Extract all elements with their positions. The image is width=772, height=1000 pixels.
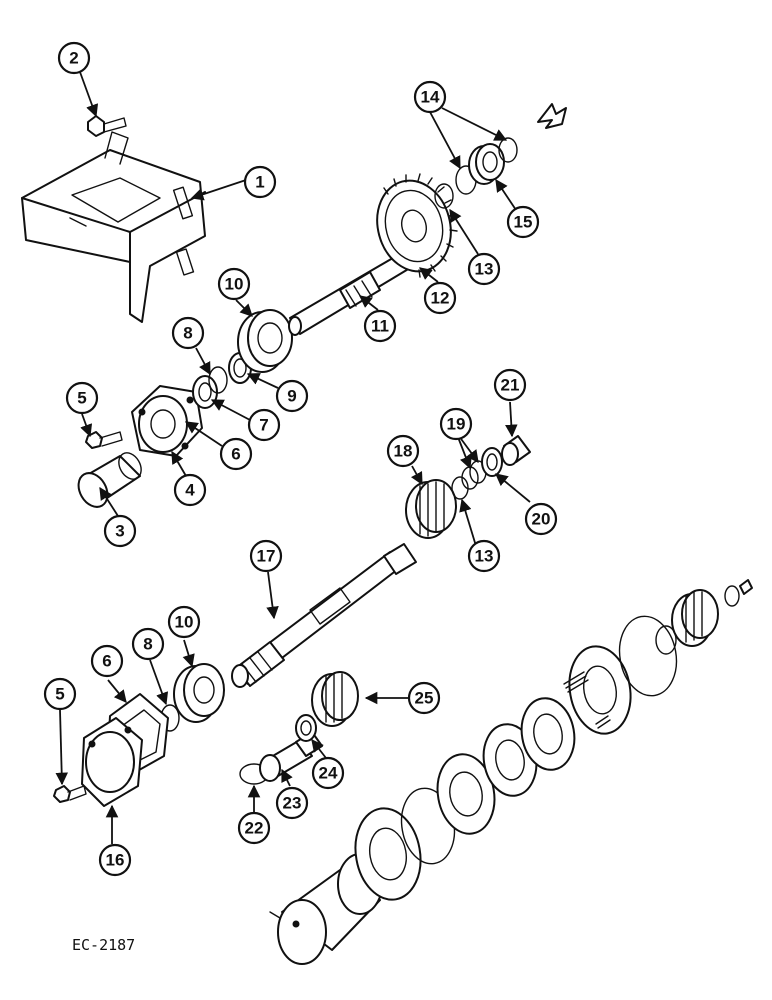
part-17-shaft bbox=[231, 543, 417, 688]
callout-10-upper: 10 bbox=[217, 267, 251, 301]
svg-text:5: 5 bbox=[55, 685, 64, 704]
callout-10-lower: 10 bbox=[167, 605, 201, 639]
svg-text:20: 20 bbox=[532, 510, 551, 529]
callout-16: 16 bbox=[98, 843, 132, 877]
callout-15: 15 bbox=[506, 205, 540, 239]
svg-text:10: 10 bbox=[225, 275, 244, 294]
callout-5-upper: 5 bbox=[65, 381, 99, 415]
part-16-cover bbox=[81, 717, 143, 807]
svg-text:10: 10 bbox=[175, 613, 194, 632]
figure-reference: EC-2187 bbox=[72, 936, 135, 954]
part-25-gear bbox=[311, 671, 359, 727]
callout-9: 9 bbox=[275, 379, 309, 413]
svg-text:17: 17 bbox=[257, 547, 276, 566]
svg-text:18: 18 bbox=[394, 442, 413, 461]
callout-1: 1 bbox=[243, 165, 277, 199]
callout-21: 21 bbox=[493, 368, 527, 402]
callout-11: 11 bbox=[363, 309, 397, 343]
callout-8-upper: 8 bbox=[171, 316, 205, 350]
callout-5-lower: 5 bbox=[43, 677, 77, 711]
callout-13-middle: 13 bbox=[467, 539, 501, 573]
part-4-housing bbox=[131, 385, 203, 457]
part-18-gear bbox=[405, 479, 457, 539]
callout-23: 23 bbox=[275, 786, 309, 820]
part-1-shield bbox=[21, 131, 206, 323]
callout-24: 24 bbox=[311, 756, 345, 790]
svg-text:25: 25 bbox=[415, 689, 434, 708]
part-3-shaft bbox=[77, 452, 142, 508]
part-21-bushing bbox=[501, 435, 531, 466]
part-20-ring bbox=[481, 447, 503, 477]
svg-text:11: 11 bbox=[371, 317, 389, 336]
clutch-disc-pack bbox=[269, 579, 753, 965]
part-10-bearing-lower bbox=[173, 663, 225, 723]
svg-text:19: 19 bbox=[447, 415, 466, 434]
svg-text:7: 7 bbox=[259, 416, 268, 435]
svg-text:13: 13 bbox=[475, 260, 494, 279]
svg-text:21: 21 bbox=[501, 376, 520, 395]
callout-14: 14 bbox=[413, 80, 447, 114]
svg-text:13: 13 bbox=[475, 547, 494, 566]
callout-2: 2 bbox=[57, 41, 91, 75]
callout-7: 7 bbox=[247, 408, 281, 442]
svg-text:8: 8 bbox=[183, 324, 192, 343]
callout-6-lower: 6 bbox=[90, 644, 124, 678]
svg-text:6: 6 bbox=[231, 445, 240, 464]
part-13-snap-ring-upper bbox=[434, 183, 454, 209]
svg-text:24: 24 bbox=[319, 764, 338, 783]
part-24-bushing bbox=[295, 714, 317, 742]
part-10-bearing-upper bbox=[237, 309, 293, 373]
callout-17: 17 bbox=[249, 539, 283, 573]
svg-text:3: 3 bbox=[115, 522, 124, 541]
part-2-bolt bbox=[87, 115, 127, 137]
svg-text:5: 5 bbox=[77, 389, 86, 408]
callout-4: 4 bbox=[173, 473, 207, 507]
svg-text:15: 15 bbox=[514, 213, 533, 232]
svg-text:22: 22 bbox=[245, 819, 264, 838]
svg-text:8: 8 bbox=[143, 635, 152, 654]
svg-text:14: 14 bbox=[421, 88, 440, 107]
svg-text:9: 9 bbox=[287, 387, 296, 406]
callout-19: 19 bbox=[439, 407, 473, 441]
callout-6-upper: 6 bbox=[219, 437, 253, 471]
part-5-bolt-lower bbox=[53, 785, 87, 803]
callout-3: 3 bbox=[103, 514, 137, 548]
part-8-snap-ring bbox=[208, 366, 228, 394]
callout-12: 12 bbox=[423, 281, 457, 315]
svg-text:2: 2 bbox=[69, 49, 78, 68]
svg-text:1: 1 bbox=[255, 173, 264, 192]
callout-20: 20 bbox=[524, 502, 558, 536]
svg-text:16: 16 bbox=[106, 851, 125, 870]
svg-text:12: 12 bbox=[431, 289, 450, 308]
direction-arrow bbox=[537, 103, 567, 129]
callout-25: 25 bbox=[407, 681, 441, 715]
svg-text:6: 6 bbox=[102, 652, 111, 671]
svg-text:4: 4 bbox=[185, 481, 195, 500]
callout-18: 18 bbox=[386, 434, 420, 468]
part-15-bearing bbox=[468, 143, 505, 185]
callout-13-upper: 13 bbox=[467, 252, 501, 286]
part-14-ring-b bbox=[498, 137, 518, 163]
callout-22: 22 bbox=[237, 811, 271, 845]
part-5-bolt-upper bbox=[85, 431, 123, 449]
svg-text:23: 23 bbox=[283, 794, 302, 813]
callout-8-lower: 8 bbox=[131, 627, 165, 661]
